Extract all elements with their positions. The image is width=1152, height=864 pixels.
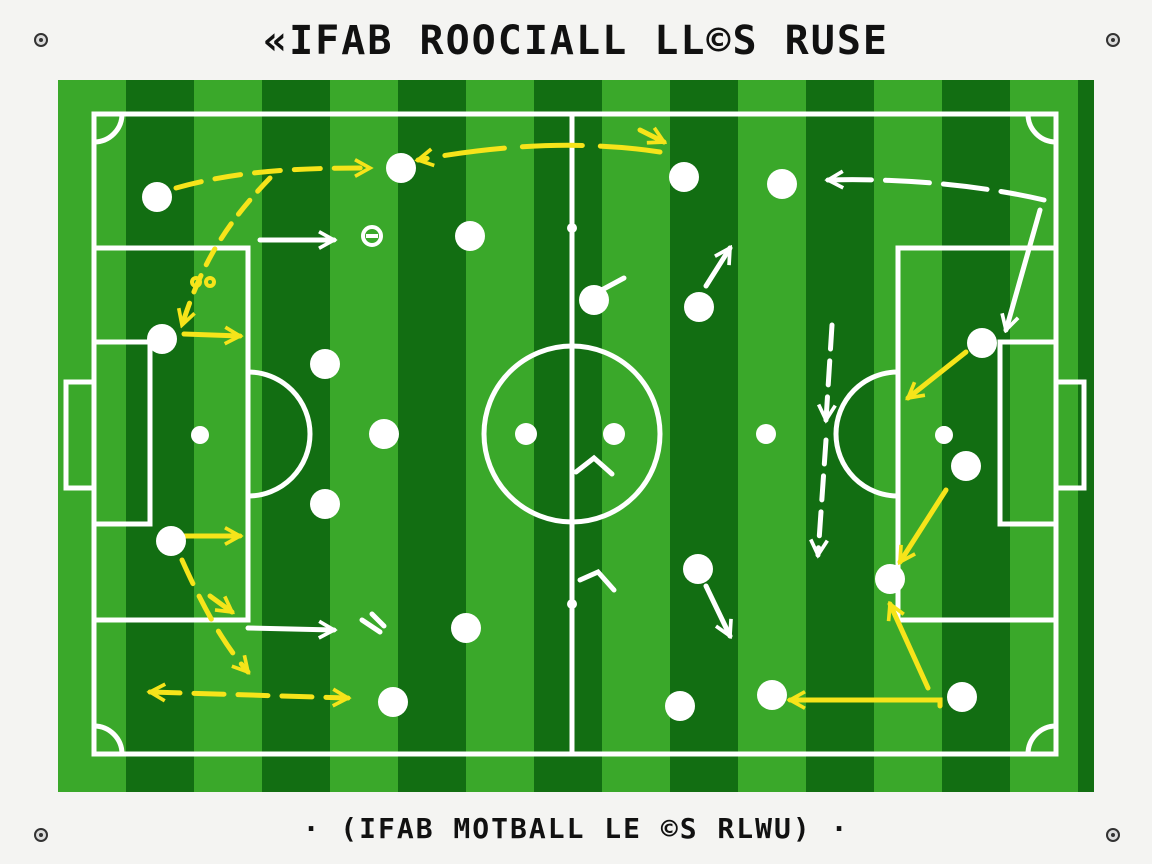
white-arrow (826, 322, 832, 420)
white-arrow (359, 611, 387, 635)
yellow-arrow (790, 700, 943, 706)
yellow-arrow (150, 692, 348, 698)
white-arrow (703, 248, 733, 289)
player-token-left (156, 526, 186, 556)
white-arrow (818, 437, 826, 555)
screw-icon (1106, 33, 1120, 47)
player-token-right (603, 423, 625, 445)
yellow-arrow (179, 557, 251, 672)
right-goal (1053, 379, 1087, 491)
corner-arc-tl (93, 113, 125, 145)
left-penalty-spot (191, 426, 209, 444)
player-token-left (451, 613, 481, 643)
white-arrow (245, 628, 334, 630)
center-spot (567, 223, 577, 233)
player-token-right (951, 451, 981, 481)
player-token-left (310, 489, 340, 519)
yellow-arrow (181, 334, 240, 336)
player-token-right (875, 564, 905, 594)
yellow-arrow (908, 349, 969, 401)
left-goal (63, 379, 97, 491)
player-token-right (669, 162, 699, 192)
player-token-right (683, 554, 713, 584)
yellow-arrow (890, 604, 931, 691)
corner-arc-br (1025, 723, 1057, 755)
player-token-right (967, 328, 997, 358)
player-token-left (369, 419, 399, 449)
right-penalty-arc (833, 369, 899, 499)
player-token-right (665, 691, 695, 721)
player-token-left (147, 324, 177, 354)
yellow-arrow (897, 487, 949, 562)
white-arrow (577, 568, 617, 593)
player-token-right (684, 292, 714, 322)
player-token-right (579, 285, 609, 315)
white-arrows (245, 180, 1047, 636)
player-token-left (378, 687, 408, 717)
player-token-left (386, 153, 416, 183)
yellow-arrow (173, 168, 370, 191)
player-token-left (142, 182, 172, 212)
yellow-arrow (418, 142, 663, 160)
yellow-arrow (637, 130, 664, 142)
player-token-right (756, 424, 776, 444)
player-token-right (936, 426, 952, 442)
players-layer (142, 153, 997, 721)
screw-icon (34, 33, 48, 47)
yellow-arrow (207, 593, 232, 615)
yellow-arrow (182, 175, 273, 325)
yellow-marker (190, 276, 202, 288)
board-footer: · (IFAB MOTBALL LE ©S RLWU) · (302, 812, 850, 845)
center-circle (481, 343, 663, 525)
player-token-left (310, 349, 340, 379)
white-arrow (573, 454, 615, 477)
player-token-right (947, 682, 977, 712)
player-token-right (757, 680, 787, 710)
left-penalty-arc (247, 369, 313, 499)
white-arrow (1006, 207, 1043, 330)
corner-arc-bl (93, 723, 125, 755)
yellow-marker (204, 276, 216, 288)
pitch-markings (63, 111, 1087, 757)
player-token-left (515, 423, 537, 445)
football-pitch (58, 80, 1094, 792)
player-token-right (767, 169, 797, 199)
marker-symbol (361, 225, 383, 247)
white-arrow (828, 180, 1047, 203)
board-title: «IFAB ROOCIALL LL©S RUSE (263, 18, 889, 64)
yellow-arrows (150, 130, 969, 706)
center-spot (567, 599, 577, 609)
screw-icon (1106, 828, 1120, 842)
white-arrow (703, 583, 730, 636)
marker-symbols (190, 225, 383, 288)
screw-icon (34, 828, 48, 842)
player-token-left (455, 221, 485, 251)
corner-arc-tr (1025, 113, 1057, 145)
